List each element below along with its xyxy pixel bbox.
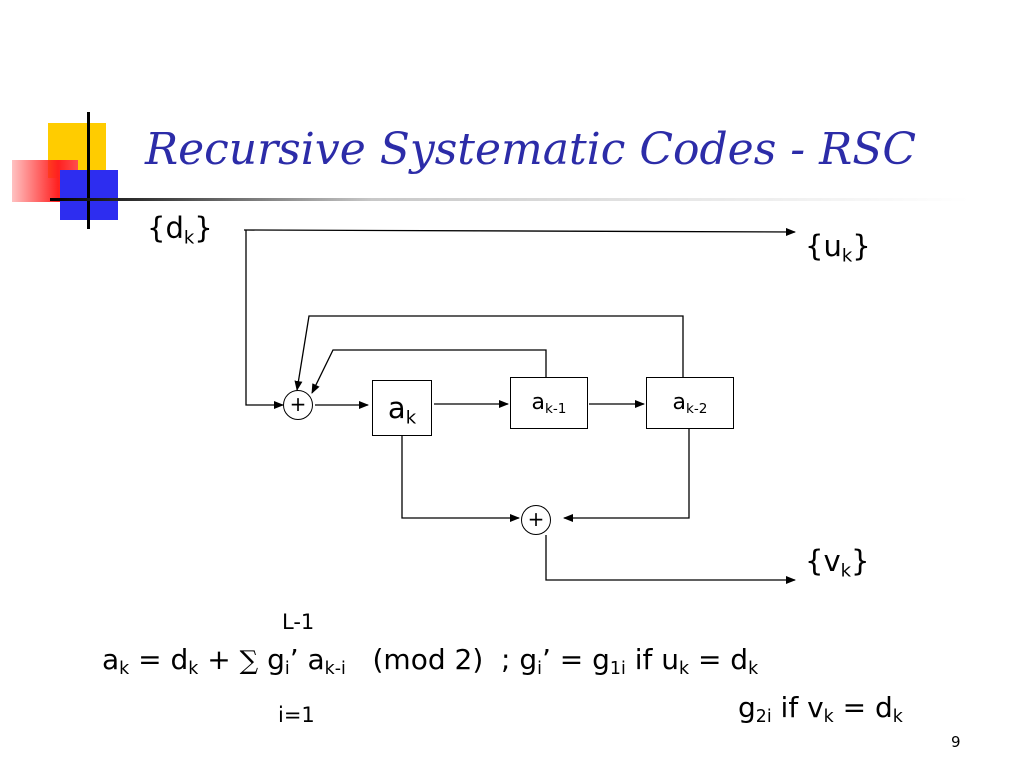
encoder-equation: ak = dk + ∑ gi’ ak-i (mod 2) ; gi’ = g1i… [102,643,759,680]
slide-title: Recursive Systematic Codes - RSC [145,124,917,175]
register-ak-2: ak-2 [646,377,734,429]
input-feed-wire [245,230,284,409]
sum-lower-limit: i=1 [278,703,315,727]
parity-adder: + [521,505,551,535]
ak2-to-parity-adder-wire [563,429,690,522]
decorative-vertical-line [87,112,90,229]
ak-to-parity-adder-wire [401,436,520,522]
parity-output-label: {vk} [805,544,870,582]
input-label: {dk} [147,211,213,249]
register-ak: ak [372,380,432,436]
systematic-output-wire [243,227,796,236]
feedback-ak1-wire [311,349,547,394]
parity-output-wire [545,535,796,584]
feedback-adder: + [283,390,313,420]
register-ak-1: ak-1 [510,377,588,429]
equation-second-condition: g2i if vk = dk [738,691,903,728]
title-underline [50,198,970,201]
sigma-symbol: ∑ [239,646,259,676]
systematic-output-label: {uk} [805,229,871,267]
sum-upper-limit: L-1 [282,610,315,634]
feedback-ak2-wire [294,315,684,391]
page-number: 9 [951,733,961,751]
